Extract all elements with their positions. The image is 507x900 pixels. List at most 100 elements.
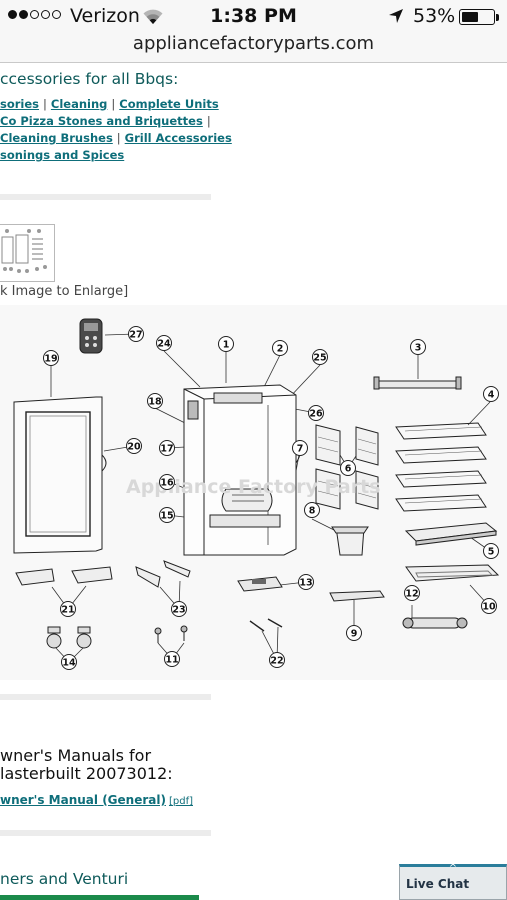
accessory-links-line-2: Co Pizza Stones and Briquettes| [0, 114, 215, 128]
clock-time: 1:38 PM [210, 5, 297, 27]
part-callout-circle[interactable] [346, 625, 362, 641]
accessory-links-line-1: sories|Cleaning|Complete Units [0, 97, 219, 111]
carrier-name: Verizon [70, 5, 140, 27]
part-callout-circle[interactable] [159, 440, 175, 456]
part-callout-circle[interactable] [171, 601, 187, 617]
part-callout-circle[interactable] [218, 336, 234, 352]
part-number-label[interactable]: 22 [270, 655, 283, 666]
part-number-label[interactable]: 10 [482, 601, 496, 612]
part-callout-circle[interactable] [60, 601, 76, 617]
section-divider [0, 694, 211, 700]
part-number-label[interactable]: 17 [160, 443, 173, 454]
part-number-label[interactable]: 19 [44, 353, 57, 364]
address-bar[interactable]: appliancefactoryparts.com [0, 32, 507, 63]
owners-manuals-heading: wner's Manuals for lasterbuilt 20073012: [0, 747, 173, 783]
part-number-label[interactable]: 1 [223, 339, 230, 350]
signal-strength-icon [8, 10, 61, 19]
section-divider [0, 830, 211, 836]
part-callout-circle[interactable] [159, 474, 175, 490]
part-number-label[interactable]: 15 [160, 510, 173, 521]
part-callout-circle[interactable] [340, 460, 356, 476]
part-callout-circle[interactable] [156, 335, 172, 351]
owners-manuals-heading-line-2: lasterbuilt 20073012: [0, 764, 173, 783]
part-number-label[interactable]: 13 [299, 577, 312, 588]
part-callout-circle[interactable] [164, 651, 180, 667]
part-callout-circle[interactable] [308, 405, 324, 421]
section-divider [0, 194, 211, 200]
part-number-label[interactable]: 8 [309, 505, 316, 516]
part-callout-circle[interactable] [269, 652, 285, 668]
live-chat-label: Live Chat [406, 877, 470, 891]
chevron-up-icon: ^ [448, 863, 458, 874]
diagram-thumbnail[interactable] [0, 224, 55, 282]
part-number-label[interactable]: 11 [165, 654, 178, 665]
owners-manuals-heading-line-1: wner's Manuals for [0, 746, 152, 765]
part-number-label[interactable]: 4 [488, 389, 495, 400]
part-number-label[interactable]: 26 [309, 408, 323, 419]
part-callout-circle[interactable] [304, 502, 320, 518]
part-callout-circle[interactable] [481, 598, 497, 614]
part-callout-circle[interactable] [128, 326, 144, 342]
battery-tip [496, 14, 499, 21]
part-callout-circle[interactable] [404, 585, 420, 601]
part-number-label[interactable]: 18 [148, 396, 162, 407]
part-callout-circle[interactable] [312, 349, 328, 365]
accessory-link[interactable]: sories [0, 97, 40, 111]
part-number-label[interactable]: 25 [313, 352, 326, 363]
part-number-label[interactable]: 3 [415, 342, 422, 353]
location-arrow-icon [389, 9, 403, 23]
part-callout-circle[interactable] [147, 393, 163, 409]
accessory-link[interactable]: Cleaning [50, 97, 108, 111]
battery-icon [459, 9, 495, 25]
accessory-link[interactable]: Co Pizza Stones and Briquettes [0, 114, 203, 128]
part-number-label[interactable]: 23 [172, 604, 185, 615]
part-callout-circle[interactable] [159, 507, 175, 523]
url-text[interactable]: appliancefactoryparts.com [132, 33, 375, 54]
link-separator: | [111, 97, 116, 111]
battery-percentage: 53% [413, 5, 456, 27]
accessory-link[interactable]: Grill Accessories [124, 131, 232, 145]
part-callout-circle[interactable] [61, 654, 77, 670]
part-callout-circle[interactable] [483, 386, 499, 402]
part-callout-circle[interactable] [410, 339, 426, 355]
link-separator: | [116, 131, 121, 145]
status-bar: Verizon 1:38 PM 53% [0, 0, 507, 32]
link-separator: | [43, 97, 47, 111]
wifi-icon [143, 9, 163, 24]
part-number-label[interactable]: 14 [62, 657, 76, 668]
part-callout-circle[interactable] [43, 350, 59, 366]
owners-manual-link[interactable]: wner's Manual (General) [0, 793, 166, 807]
accessory-link[interactable]: sonings and Spices [0, 148, 125, 162]
part-callout-circle[interactable] [298, 574, 314, 590]
part-number-label[interactable]: 20 [127, 441, 141, 452]
live-chat-button[interactable]: ^ Live Chat [399, 863, 507, 900]
accessory-links-line-4: sonings and Spices [0, 148, 124, 162]
part-callout-circle[interactable] [272, 340, 288, 356]
part-callout-circle[interactable] [483, 543, 499, 559]
diagram-watermark: Appliance Factory Parts [126, 476, 381, 498]
accessory-links-line-3: Cleaning Brushes|Grill Accessories [0, 131, 232, 145]
owners-manual-link-row: wner's Manual (General)[pdf] [0, 793, 193, 807]
part-number-label[interactable]: 7 [297, 443, 304, 454]
pdf-link[interactable]: [pdf] [168, 796, 193, 807]
part-number-label[interactable]: 9 [351, 628, 358, 639]
accessory-link[interactable]: Complete Units [119, 97, 219, 111]
accessories-heading: ccessories for all Bbqs: [0, 70, 179, 88]
part-number-label[interactable]: 6 [345, 463, 352, 474]
accessory-link[interactable]: Cleaning Brushes [0, 131, 113, 145]
part-callout-circle[interactable] [126, 438, 142, 454]
part-number-label[interactable]: 24 [157, 338, 171, 349]
part-number-label[interactable]: 2 [277, 343, 284, 354]
section-accent-bar [0, 895, 199, 900]
part-callout-circle[interactable] [292, 440, 308, 456]
enlarge-caption: k Image to Enlarge] [0, 284, 129, 299]
part-number-label[interactable]: 12 [405, 588, 418, 599]
part-number-label[interactable]: 5 [488, 546, 495, 557]
part-number-label[interactable]: 21 [61, 604, 74, 615]
part-number-label[interactable]: 27 [129, 329, 142, 340]
link-separator: | [206, 114, 211, 128]
burners-heading: ners and Venturi [0, 870, 129, 888]
part-number-label[interactable]: 16 [160, 477, 174, 488]
